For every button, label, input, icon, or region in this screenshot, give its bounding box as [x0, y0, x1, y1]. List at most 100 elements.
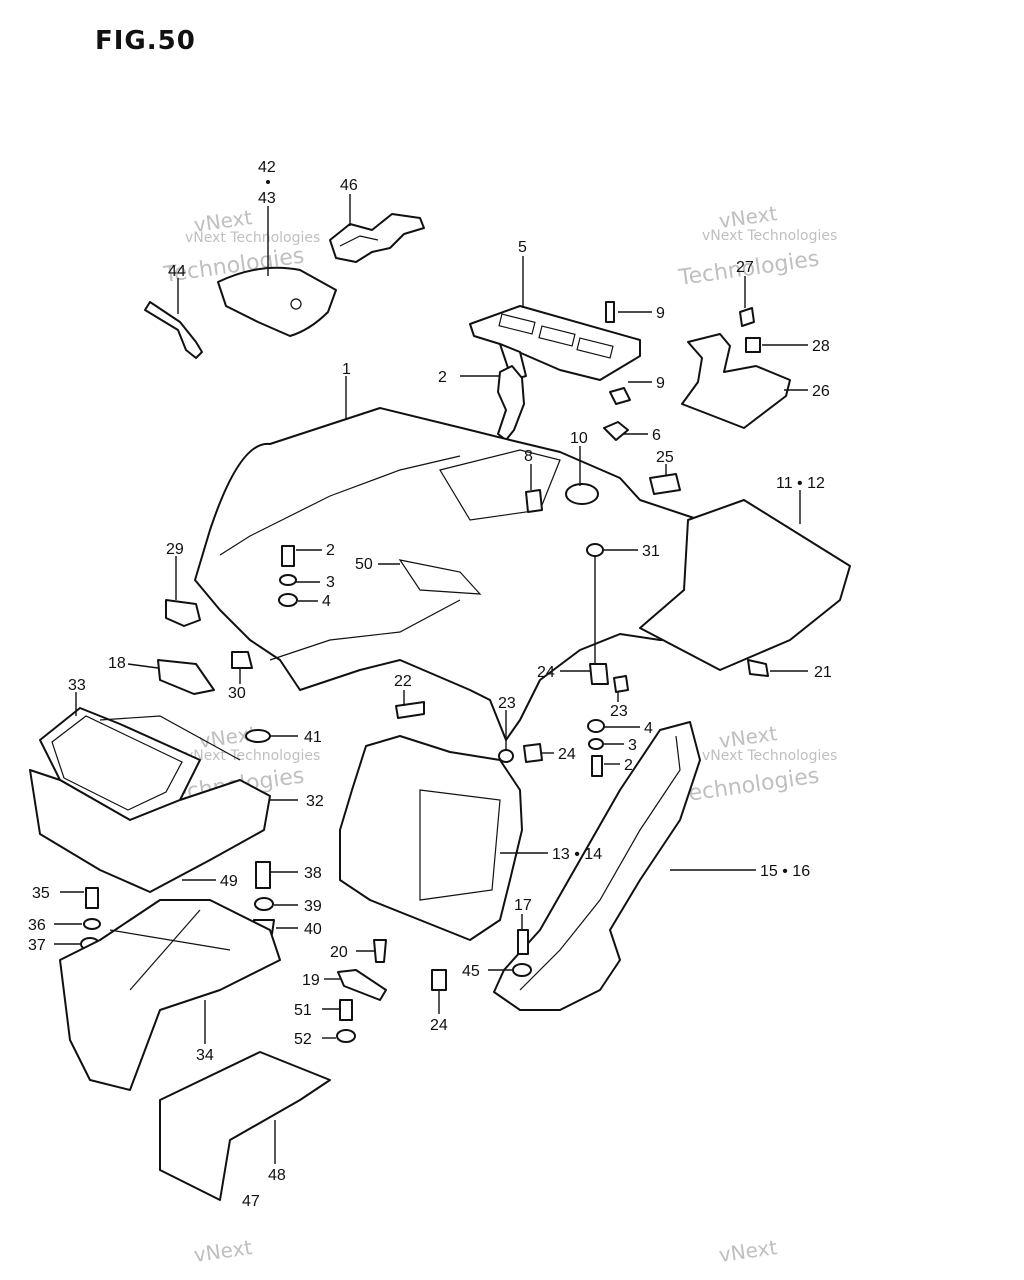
leader-lines — [54, 194, 808, 1164]
callout-23: 23 — [610, 703, 628, 720]
watermark-text: vNext Technologies — [702, 228, 837, 244]
callout-36: 36 — [28, 917, 46, 934]
washer-part-39 — [254, 897, 274, 911]
cover-part-42-43 — [217, 266, 337, 337]
collar-part-24 — [523, 743, 543, 763]
callout-11-12: 11 • 12 — [776, 475, 825, 492]
label-dot — [266, 180, 270, 184]
bracket-part-19 — [337, 969, 387, 1001]
inner-fender-window — [419, 789, 501, 901]
callout-42: 42 — [258, 159, 276, 176]
watermark-text: Technologies — [676, 764, 820, 809]
lock-bracket-part-46 — [329, 213, 425, 263]
bracket-part-26 — [681, 333, 791, 429]
callout-15-16: 15 • 16 — [760, 863, 810, 880]
washer-part-31 — [586, 543, 604, 557]
fender-crease — [269, 599, 461, 661]
bolt-part-9 — [609, 387, 631, 405]
washer-part-4 — [587, 719, 605, 733]
bolt-part-27 — [739, 307, 755, 327]
callout-28: 28 — [812, 338, 830, 355]
side-rail-part-15-16 — [493, 721, 701, 1011]
box-bottom-part-34 — [59, 899, 281, 1091]
callout-1: 1 — [342, 361, 351, 378]
bolt-part-51 — [339, 999, 353, 1021]
washer-part-36 — [83, 918, 101, 930]
callout-40: 40 — [304, 921, 322, 938]
callout-13-14: 13 • 14 — [552, 846, 602, 863]
washer-part-4 — [278, 593, 298, 607]
callout-50: 50 — [355, 556, 373, 573]
protector-part-29 — [165, 599, 201, 627]
callout-20: 20 — [330, 944, 348, 961]
bolt-part-35 — [85, 887, 99, 909]
bolt-part-28 — [745, 337, 761, 353]
inner-fender-part-13-14 — [339, 735, 523, 941]
flap-part-47-48 — [159, 1051, 331, 1201]
tool-box-rim — [51, 715, 183, 811]
callout-18: 18 — [108, 655, 126, 672]
washer-part-52 — [336, 1029, 356, 1043]
callout-25: 25 — [656, 449, 674, 466]
plate-slot — [538, 325, 576, 347]
callout-3: 3 — [326, 574, 335, 591]
rear-fender-part-1 — [194, 407, 741, 741]
washer-part-3 — [279, 574, 297, 586]
callout-52: 52 — [294, 1031, 312, 1048]
callout-34: 34 — [196, 1047, 214, 1064]
callout-8: 8 — [524, 448, 533, 465]
callout-3: 3 — [628, 737, 637, 754]
callout-41: 41 — [304, 729, 322, 746]
callout-31: 31 — [642, 543, 660, 560]
cushion-part-30 — [231, 651, 253, 669]
washer-part-23 — [613, 675, 629, 693]
callout-30: 30 — [228, 685, 246, 702]
watermark-mid-right: vNext vNext Technologies Technologies — [676, 721, 837, 808]
callout-2: 2 — [326, 542, 335, 559]
tool-box-edge — [99, 715, 241, 761]
callout-47: 47 — [242, 1193, 260, 1210]
callout-27: 27 — [736, 259, 754, 276]
bolt-part-22 — [395, 701, 425, 719]
fender-recess — [439, 449, 561, 521]
callout-26: 26 — [812, 383, 830, 400]
callout-labels: 42 43 46 44 5 9 9 6 27 28 26 1 2 10 8 25… — [28, 159, 832, 1210]
cover-hole — [290, 298, 302, 310]
plate-slot — [498, 313, 536, 335]
watermark-text: vNext Technologies — [185, 230, 320, 246]
callout-17: 17 — [514, 897, 532, 914]
bolt-part-21 — [747, 659, 769, 677]
bracket-detail — [339, 235, 379, 247]
callout-23: 23 — [498, 695, 516, 712]
nut-part-24 — [431, 969, 447, 991]
cushion-part-25 — [649, 473, 681, 495]
bolt-part-20 — [373, 939, 387, 963]
box-cross — [109, 909, 231, 991]
watermark-top-right: vNext vNext Technologies Technologies — [676, 201, 837, 291]
grommet-part-10 — [565, 483, 599, 505]
clip-part-6 — [603, 421, 629, 441]
collar-part-24 — [589, 663, 609, 685]
callout-2: 2 — [438, 369, 447, 386]
watermark-bottom: vNext vNext — [192, 1235, 778, 1267]
bolt-part-38 — [255, 861, 271, 889]
callout-45: 45 — [462, 963, 480, 980]
callout-5: 5 — [518, 239, 527, 256]
callout-22: 22 — [394, 673, 412, 690]
callout-32: 32 — [306, 793, 324, 810]
stay-part-44 — [144, 301, 203, 359]
watermark-text: vNext Technologies — [702, 748, 837, 764]
callout-4: 4 — [644, 720, 653, 737]
callout-48: 48 — [268, 1167, 286, 1184]
figure-title: FIG.50 — [95, 26, 196, 56]
bracket-part-2-upper — [497, 365, 525, 441]
callout-44: 44 — [168, 263, 186, 280]
cushion-part-41 — [245, 729, 271, 743]
protector-part-18 — [157, 659, 215, 695]
callout-37: 37 — [28, 937, 46, 954]
callout-21: 21 — [814, 664, 832, 681]
callout-39: 39 — [304, 898, 322, 915]
watermark-text: vNext Technologies — [185, 748, 320, 764]
callout-24: 24 — [430, 1017, 448, 1034]
